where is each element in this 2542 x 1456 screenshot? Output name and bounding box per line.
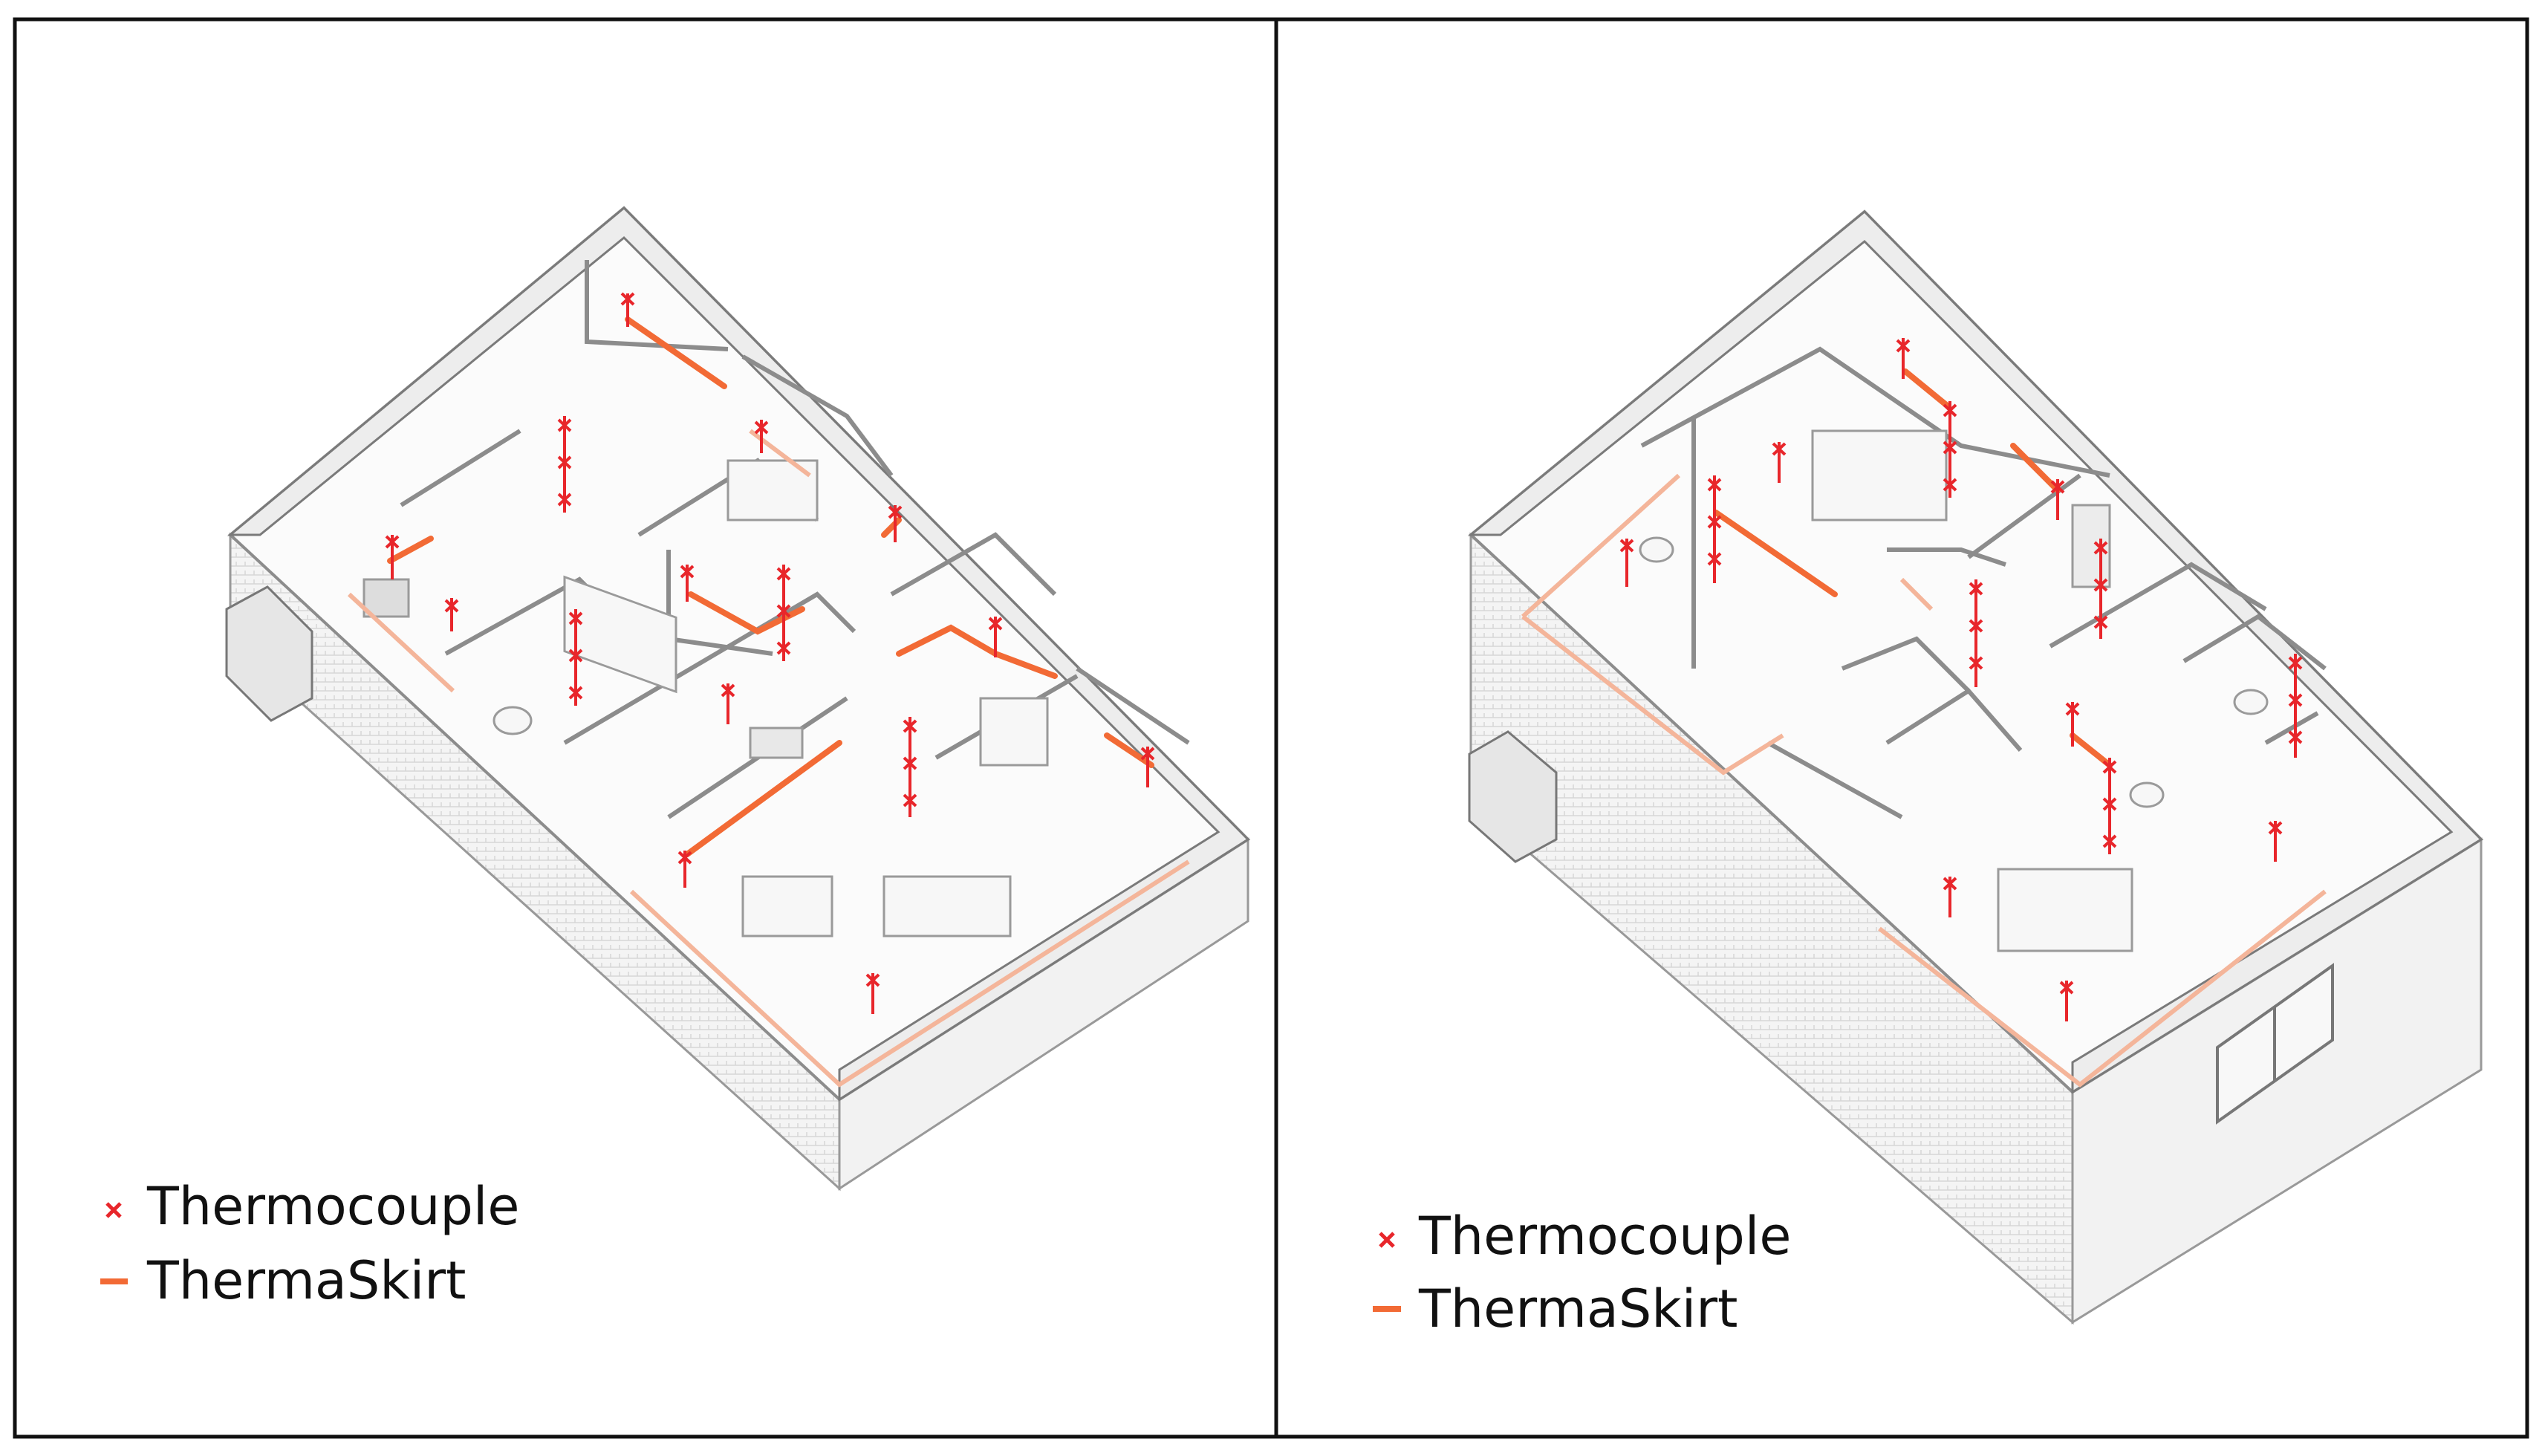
thermocouple-marker xyxy=(1943,877,1957,917)
ground-floor-panel: Thermocouple ThermaSkirt xyxy=(100,206,1251,1311)
furniture xyxy=(1639,429,2269,952)
thermaskirt-run xyxy=(387,536,434,564)
thermocouple-marker xyxy=(677,851,692,888)
legend-thermocouple-label: Thermocouple xyxy=(1418,1206,1791,1267)
thermocouple-marker xyxy=(754,420,769,453)
thermocouple-marker xyxy=(2093,539,2108,639)
thermocouple-marker xyxy=(1772,442,1787,483)
thermaskirt-run xyxy=(684,740,842,857)
outer-wall-top xyxy=(1467,209,2483,1094)
thermocouples xyxy=(385,292,1155,1014)
thermocouple-marker xyxy=(1969,579,1983,687)
thermocouple-marker xyxy=(2102,758,2117,854)
thermaskirt-run xyxy=(2070,732,2113,768)
thermaskirt-run xyxy=(1104,732,1154,768)
legend-thermaskirt-label: ThermaSkirt xyxy=(1418,1278,1738,1339)
thermocouple-marker xyxy=(1707,475,1722,583)
thermocouple-marker xyxy=(2059,981,2074,1021)
toilet xyxy=(1639,536,1674,563)
dining-table xyxy=(563,575,677,694)
thermaskirt-faint-runs xyxy=(1521,473,2327,1088)
figure-frame xyxy=(13,17,2529,1439)
legend: Thermocouple ThermaSkirt xyxy=(1373,1206,1791,1339)
thermocouple-marker xyxy=(1140,747,1155,787)
thermocouple-marker xyxy=(444,598,459,631)
thermocouple-marker xyxy=(865,973,880,1014)
thermaskirt-run xyxy=(688,591,805,635)
thermocouple-marker xyxy=(385,535,400,579)
thermocouple-marker xyxy=(557,416,572,513)
thermaskirt-run xyxy=(896,624,1058,679)
thermocouple-marker xyxy=(1896,338,1911,379)
legend: Thermocouple ThermaSkirt xyxy=(100,1176,519,1311)
thermaskirt-run xyxy=(1713,510,1838,597)
toilet xyxy=(493,706,533,735)
thermocouple-marker xyxy=(2065,702,2080,747)
upper-floor-panel: Thermocouple ThermaSkirt xyxy=(1373,209,2484,1339)
sofa xyxy=(741,875,833,937)
thermaskirt-runs xyxy=(387,316,1154,857)
thermaskirt-run xyxy=(625,316,727,389)
legend-thermocouple-label: Thermocouple xyxy=(146,1176,519,1237)
ac-unit xyxy=(225,585,313,722)
thermaskirt-run xyxy=(2010,443,2061,493)
bed-2 xyxy=(1997,868,2133,952)
thermocouple-marker xyxy=(888,505,903,542)
thermaskirt-runs xyxy=(1713,368,2113,768)
toilet-2 xyxy=(2233,689,2269,715)
ac-unit xyxy=(1468,730,1558,863)
armchair xyxy=(979,697,1049,767)
thermaskirt-run xyxy=(1902,368,1949,408)
thermocouple-marker xyxy=(620,292,635,327)
thermocouple-marker xyxy=(1943,401,1957,498)
outer-wall-top xyxy=(227,206,1250,1102)
basin xyxy=(2129,781,2165,808)
hob xyxy=(363,578,410,618)
thermocouple-marker xyxy=(1619,539,1634,587)
thermocouple-marker xyxy=(721,683,735,724)
legend-thermocouple-icon xyxy=(105,1202,122,1218)
thermocouple-marker xyxy=(2288,654,2303,758)
tv-unit xyxy=(749,727,804,759)
wardrobe xyxy=(2071,504,2111,588)
thermocouple-marker xyxy=(568,609,583,706)
sofa-2 xyxy=(882,875,1012,937)
window xyxy=(2216,963,2334,1125)
thermocouples xyxy=(1619,338,2303,1021)
thermocouple-marker xyxy=(2050,479,2065,520)
legend-thermaskirt-label: ThermaSkirt xyxy=(146,1250,466,1311)
bed xyxy=(1811,429,1948,521)
thermocouple-marker xyxy=(903,717,917,817)
legend-thermocouple-icon xyxy=(1379,1232,1395,1248)
ground-floor-drawing xyxy=(225,206,1251,1192)
thermocouple-marker xyxy=(680,565,695,602)
thermocouple-marker xyxy=(776,565,791,661)
interior-walls xyxy=(1640,346,2327,819)
upper-floor-drawing xyxy=(1467,209,2484,1325)
thermocouple-marker xyxy=(2268,821,2283,862)
thermocouple-marker xyxy=(988,617,1003,657)
